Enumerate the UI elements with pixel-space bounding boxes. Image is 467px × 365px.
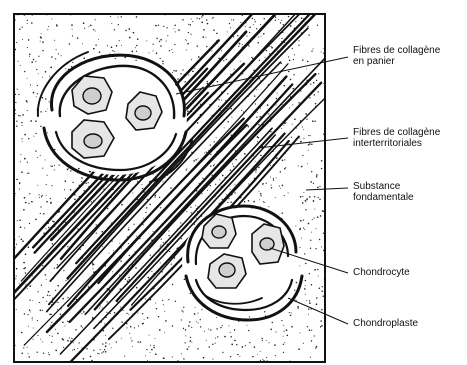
diagram-frame	[14, 14, 325, 362]
leader-substance	[306, 188, 348, 190]
label-fibres-interterritoriales: Fibres de collagène interterritoriales	[353, 127, 440, 149]
ground-substance-stipple	[14, 14, 326, 362]
nucleus	[83, 88, 101, 104]
leader-chondroplaste	[288, 298, 348, 324]
nucleus	[212, 226, 226, 238]
nucleus	[135, 106, 151, 120]
label-chondrocyte: Chondrocyte	[353, 267, 410, 278]
label-substance-fondamentale: Substance fondamentale	[353, 181, 414, 203]
chondrocyte-cell	[252, 224, 284, 264]
nucleus	[84, 134, 102, 148]
label-fibres-panier: Fibres de collagène en panier	[353, 45, 440, 67]
cell-territory-upper	[38, 52, 192, 182]
label-chondroplaste: Chondroplaste	[353, 318, 418, 329]
interterritorial-fibre-bundle	[0, 0, 344, 362]
nucleus	[219, 263, 235, 277]
